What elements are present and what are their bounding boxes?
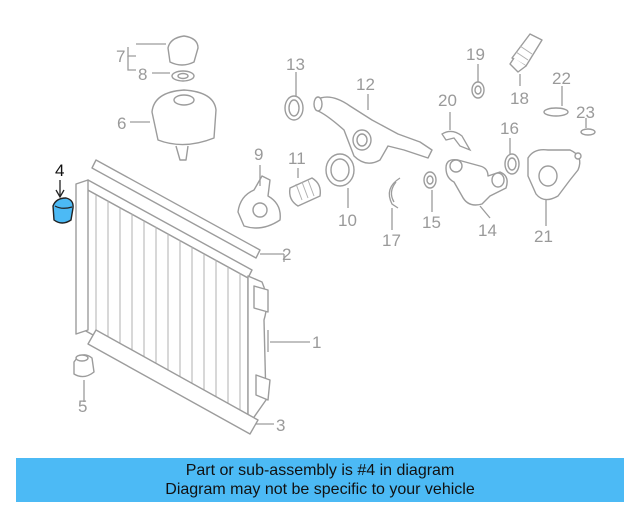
parts-diagram: 1 2 3 4 5 6 7 8 9 10 11 12 13 14 15 16 1… bbox=[52, 33, 596, 435]
callout-5: 5 bbox=[78, 397, 87, 416]
callout-23: 23 bbox=[576, 103, 595, 122]
callout-18: 18 bbox=[510, 89, 529, 108]
callout-12: 12 bbox=[356, 75, 375, 94]
banner-line-1: Part or sub-assembly is #4 in diagram bbox=[185, 462, 455, 479]
info-banner: Part or sub-assembly is #4 in diagram Di… bbox=[16, 458, 624, 502]
radiator bbox=[73, 159, 271, 435]
callout-labels: 1 2 3 4 5 6 7 8 9 10 11 12 13 14 15 16 1… bbox=[55, 45, 595, 435]
callout-11: 11 bbox=[288, 149, 306, 168]
callout-20: 20 bbox=[438, 91, 457, 110]
callout-3: 3 bbox=[276, 416, 285, 435]
callout-4: 4 bbox=[55, 161, 64, 180]
callout-16: 16 bbox=[500, 119, 519, 138]
leader-lines bbox=[83, 43, 587, 425]
coolant-parts bbox=[237, 33, 596, 229]
expansion-tank bbox=[151, 35, 217, 161]
callout-22: 22 bbox=[552, 69, 571, 88]
callout-1: 1 bbox=[312, 333, 321, 352]
callout-7: 7 bbox=[116, 47, 125, 66]
callout-10: 10 bbox=[338, 211, 357, 230]
callout-17: 17 bbox=[382, 231, 401, 250]
callout-2: 2 bbox=[282, 245, 291, 264]
banner-line-2: Diagram may not be specific to your vehi… bbox=[165, 481, 475, 498]
callout-14: 14 bbox=[478, 221, 497, 240]
callout-19: 19 bbox=[466, 45, 485, 64]
callout-8: 8 bbox=[138, 65, 147, 84]
callout-9: 9 bbox=[254, 145, 263, 164]
part-4-highlighted bbox=[52, 180, 74, 224]
callout-15: 15 bbox=[422, 213, 441, 232]
callout-21: 21 bbox=[534, 227, 553, 246]
callout-6: 6 bbox=[117, 114, 126, 133]
callout-13: 13 bbox=[286, 55, 305, 74]
